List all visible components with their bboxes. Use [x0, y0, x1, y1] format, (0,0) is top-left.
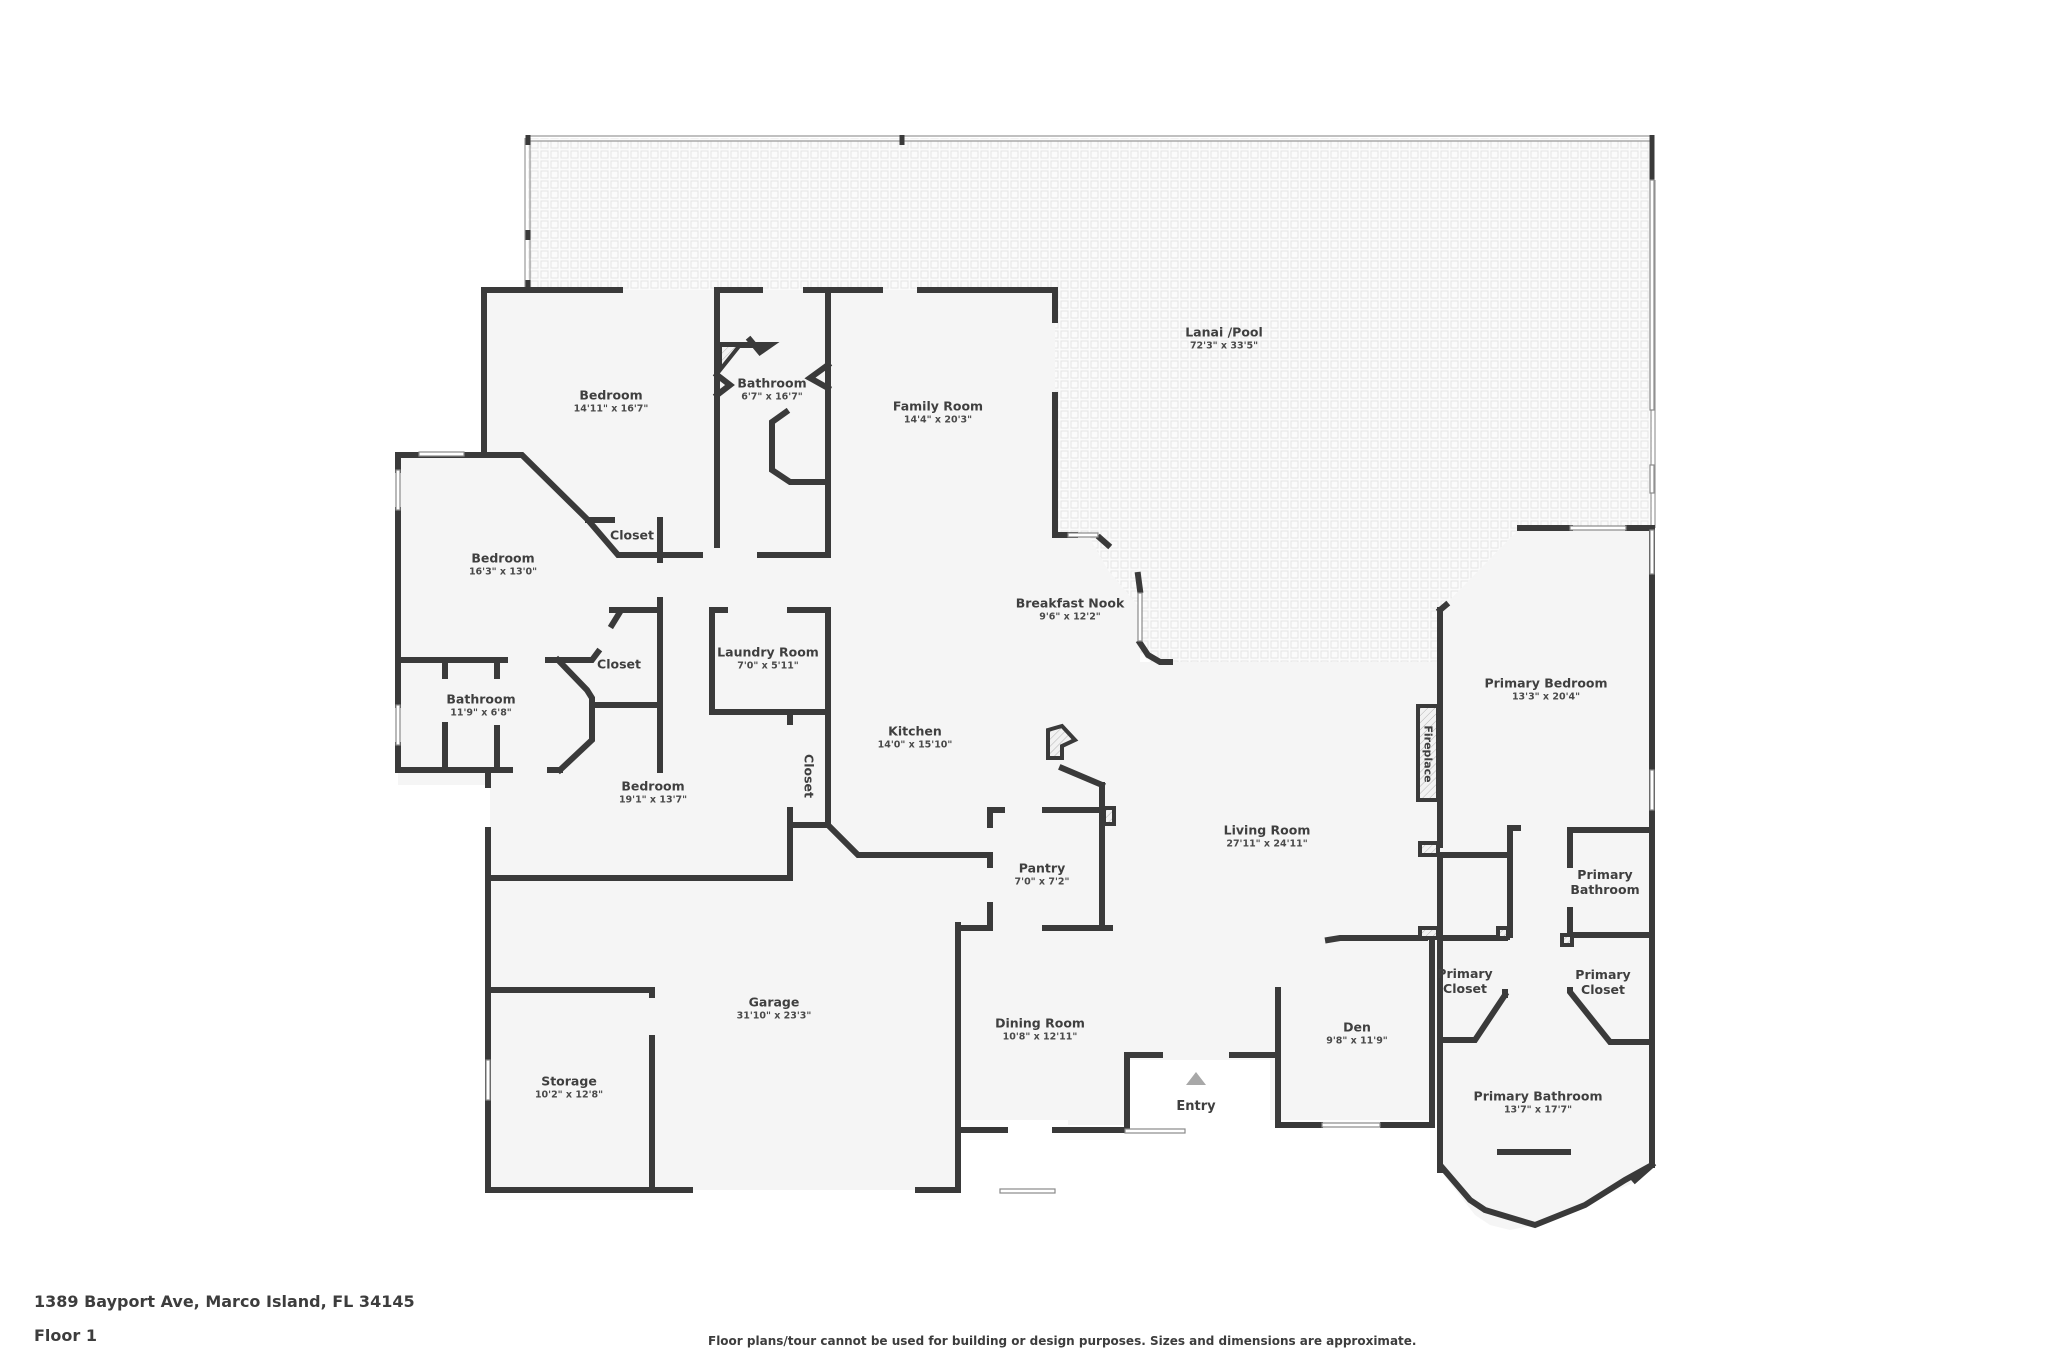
floor-label: Floor 1: [34, 1326, 97, 1345]
fixtures: [718, 343, 1574, 947]
column-icon: [1102, 806, 1116, 826]
disclaimer-text: Floor plans/tour cannot be used for buil…: [708, 1334, 1417, 1348]
entry-label: Entry: [1176, 1099, 1216, 1114]
column-icon: [1496, 926, 1510, 940]
bay-wall: [1437, 1162, 1654, 1229]
column-icon: [1560, 933, 1574, 947]
kitchen-column-icon: [1046, 723, 1079, 760]
column-icon: [1418, 841, 1440, 857]
lanai-area: [528, 138, 1652, 662]
entry-arrow-icon: [1186, 1072, 1206, 1085]
interior-fill: [398, 290, 1652, 1230]
windows: [395, 179, 1655, 1194]
column-icon: [1418, 926, 1440, 940]
shower-corner-icon: [718, 343, 745, 376]
property-address: 1389 Bayport Ave, Marco Island, FL 34145: [34, 1292, 415, 1311]
fireplace-icon: [1416, 704, 1440, 802]
